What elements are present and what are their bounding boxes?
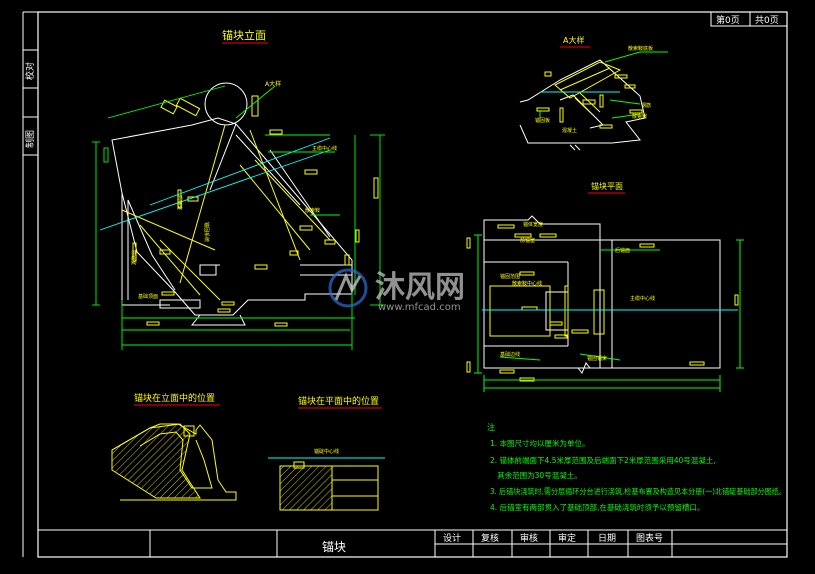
plan-label-e: 后锚面 xyxy=(615,247,630,254)
note-item-5: 4. 后锚室有两部贯入了基础顶部,在基础浇筑时须予以预留槽口。 xyxy=(490,502,704,512)
plan-label-d: 锚固范围 xyxy=(500,273,520,280)
detail-a-title: A大样 xyxy=(563,35,584,45)
plan-label-b: 前锚室 xyxy=(520,237,535,244)
plan-label-g: 散索鞍中心线 xyxy=(512,280,542,287)
detail-a-label-b: 钢筋 xyxy=(641,102,651,109)
watermark-url: www.mfcad.com xyxy=(378,302,461,313)
sign-design: 设计 xyxy=(443,532,461,544)
detail-a-label-a: 散索鞍底板 xyxy=(628,45,653,52)
watermark-logo-icon xyxy=(328,268,368,308)
elevation-label-e: 后锚室 xyxy=(176,195,183,210)
watermark-brand: 沐风网 xyxy=(375,270,465,305)
watermark: 沐风网 www.mfcad.com xyxy=(328,268,465,313)
elevation-label-d: 前锚室 xyxy=(130,250,137,265)
sign-drawing-no: 图表号 xyxy=(636,532,663,544)
sign-audit: 审核 xyxy=(520,532,538,544)
drawing-title: 锚块 xyxy=(322,539,346,554)
elevation-title: 锚块立面 xyxy=(222,28,266,42)
elevation-label-a: 主缆中心线 xyxy=(312,145,337,152)
total-pages-label: 共0页 xyxy=(755,15,779,26)
position-plan-view: 锚块在平面中的位置 锚碇中心线 xyxy=(268,395,385,511)
position-elevation-view: 锚块在立面中的位置 xyxy=(111,392,237,501)
pos-elev-title: 锚块在立面中的位置 xyxy=(134,392,215,404)
title-block xyxy=(37,529,788,558)
note-item-1: 1. 本图尺寸均以厘米为单位。 xyxy=(490,438,590,448)
plan-title: 锚块平面 xyxy=(591,181,623,191)
pos-plan-label: 锚碇中心线 xyxy=(314,448,339,455)
sign-approve: 审定 xyxy=(558,532,576,544)
side-label-check: 校对 xyxy=(24,62,36,80)
plan-label-a: 锚体宽度 xyxy=(523,221,543,228)
detail-a-label-d: 锚固板 xyxy=(535,117,550,124)
side-label-draw: 制图 xyxy=(24,130,36,148)
detail-a-label-c: 散索鞍 xyxy=(632,113,647,120)
plan-label-f: 基础边线 xyxy=(500,351,520,358)
plan-label-c: 主缆中心线 xyxy=(630,295,655,302)
elevation-label-f: 基础顶面 xyxy=(138,293,158,300)
side-strip: 校对 制图 xyxy=(22,49,39,156)
sign-date: 日期 xyxy=(598,533,616,544)
page-number-label: 第0页 xyxy=(716,14,740,26)
detail-a-label-e: 混凝土 xyxy=(562,127,577,134)
note-item-2: 2. 锚体前端面下4.5米厚范围及后端面下2米厚范围采用40号混凝土, xyxy=(490,455,716,465)
elevation-view: 锚块立面 xyxy=(92,28,385,350)
sign-review: 复核 xyxy=(481,532,499,544)
plan-label-h: 锚固钢束 xyxy=(587,355,607,362)
elevation-label-c: 锚固系统 xyxy=(203,222,210,242)
elevation-label-b: 散索鞍 xyxy=(305,207,320,214)
note-item-3: 其余范围为30号混凝土。 xyxy=(490,470,582,480)
elevation-callout-label: A大样 xyxy=(265,80,281,88)
notes-block: 注 1. 本图尺寸均以厘米为单位。 2. 锚体前端面下4.5米厚范围及后端面下2… xyxy=(487,422,786,512)
page-box: 第0页 共0页 xyxy=(710,11,788,27)
pos-plan-title: 锚块在平面中的位置 xyxy=(298,395,379,407)
detail-a-view: A大样 xyxy=(519,35,668,151)
notes-heading: 注 xyxy=(487,422,495,432)
note-item-4: 3. 后锚块浇筑时,需分层循环分台进行浇筑,检基布置及构造见本分册(一)北锚碇基… xyxy=(490,486,786,496)
plan-view: 锚块平面 xyxy=(466,181,744,392)
